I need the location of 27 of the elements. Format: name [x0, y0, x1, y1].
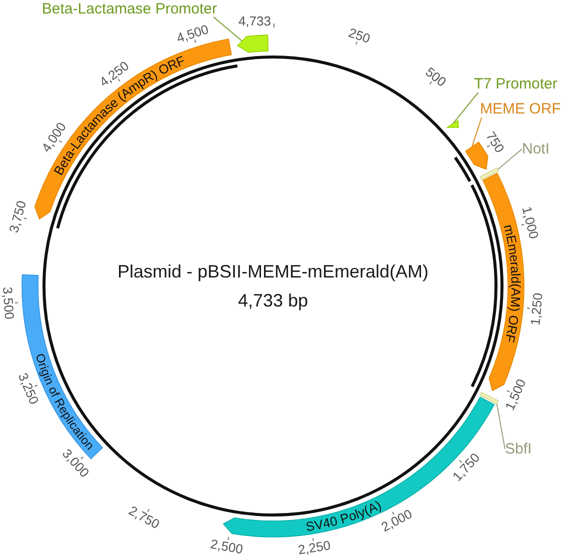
leader-line	[472, 117, 482, 148]
promoter-segment	[237, 34, 269, 53]
plasmid-name: Plasmid - pBSII-MEME-mEmerald(AM)	[117, 260, 429, 282]
tick-label: 3,500	[1, 286, 20, 320]
leader-line	[497, 148, 522, 170]
feature-label: MEME ORF	[480, 100, 561, 118]
leader-line	[496, 404, 506, 450]
polya-segment	[222, 396, 495, 538]
leader-line	[213, 16, 243, 42]
plasmid-size: 4,733 bp	[238, 290, 308, 312]
feature-label: NotI	[522, 140, 550, 158]
feature-label: SbfI	[505, 440, 532, 458]
tick-label: 4,733	[238, 14, 274, 28]
leader-line	[452, 92, 479, 125]
tick-label: 250	[346, 26, 372, 48]
feature-label: T7 Promoter	[474, 76, 558, 92]
tick-label: 2,250	[296, 536, 331, 557]
gene-segment	[465, 141, 489, 170]
promoter-marker	[446, 120, 459, 128]
restriction-site-mark	[479, 167, 499, 181]
tick-label: 3,750	[6, 198, 31, 235]
feature-label: Beta-Lactamase Promoter	[42, 0, 217, 17]
tick-label: 1,250	[526, 292, 545, 326]
tick-label: 500	[422, 65, 449, 92]
tick-label: 2,750	[126, 501, 163, 531]
restriction-site-mark	[479, 391, 499, 405]
tick-label: 2,500	[209, 534, 244, 556]
